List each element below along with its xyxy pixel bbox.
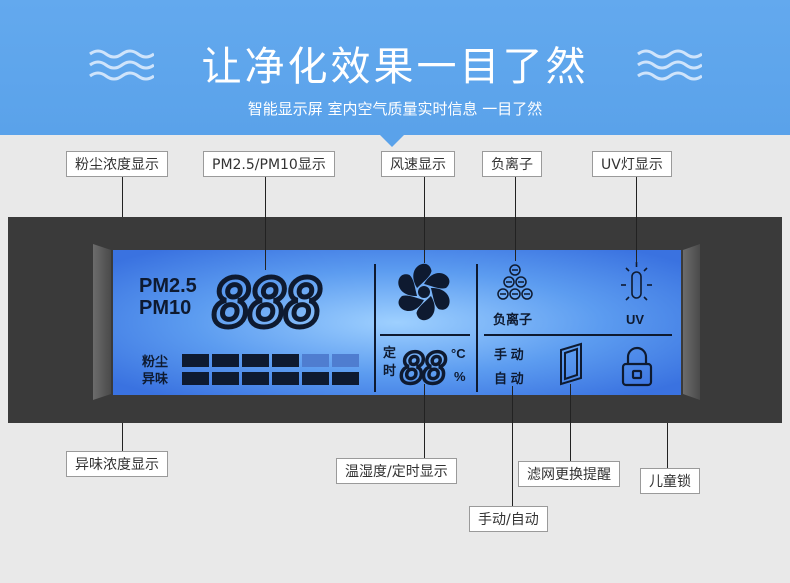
label-odor: 异味浓度显示 (66, 451, 168, 477)
lcd-manual: 手 动 (494, 347, 524, 362)
label-uv: UV灯显示 (592, 151, 672, 177)
lcd-auto: 自 动 (494, 371, 524, 386)
lcd-shi: 时 (383, 363, 396, 378)
page-subtitle: 智能显示屏 室内空气质量实时信息 一目了然 (247, 100, 543, 118)
leader-dust (122, 177, 123, 217)
lcd-percent: % (454, 369, 466, 384)
wave-decoration-left-icon (89, 49, 154, 81)
label-dust: 粉尘浓度显示 (66, 151, 168, 177)
leader-temp (424, 384, 425, 458)
uv-lamp-icon (621, 262, 652, 301)
leader-lock (667, 423, 668, 468)
wave-decoration-right-icon (637, 49, 702, 81)
lcd-ding: 定 (382, 345, 396, 360)
lcd-pm10: PM10 (139, 297, 191, 319)
lcd-pm-digits: 888 (212, 265, 320, 342)
anion-icon (497, 264, 533, 300)
lcd-dust-label: 粉尘 (142, 354, 168, 369)
banner-notch (379, 134, 405, 147)
leader-pm (265, 177, 266, 270)
fan-icon (398, 263, 450, 321)
label-lock: 儿童锁 (640, 468, 700, 494)
label-manual: 手动/自动 (469, 506, 548, 532)
leader-odor (122, 423, 123, 451)
lcd-odor-label: 异味 (142, 371, 168, 386)
lcd-celsius: °C (451, 346, 466, 361)
lcd-pm25: PM2.5 (139, 275, 197, 297)
label-filter: 滤网更换提醒 (518, 461, 620, 487)
leader-wind (424, 177, 425, 263)
leader-filter (570, 384, 571, 461)
dust-level-bar (182, 354, 359, 367)
label-wind: 风速显示 (381, 151, 455, 177)
leader-uv (636, 177, 637, 263)
lcd-uv: UV (626, 312, 644, 327)
label-pm: PM2.5/PM10显示 (203, 151, 335, 177)
leader-manual (512, 386, 513, 506)
page-title: 让净化效果一目了然 (201, 44, 589, 90)
label-anion: 负离子 (482, 151, 542, 177)
odor-level-bar (182, 372, 359, 385)
lcd-anion: 负离子 (493, 312, 532, 327)
lock-icon (621, 346, 653, 387)
filter-icon (560, 342, 582, 386)
label-temp: 温湿度/定时显示 (336, 458, 457, 484)
leader-anion (515, 177, 516, 261)
